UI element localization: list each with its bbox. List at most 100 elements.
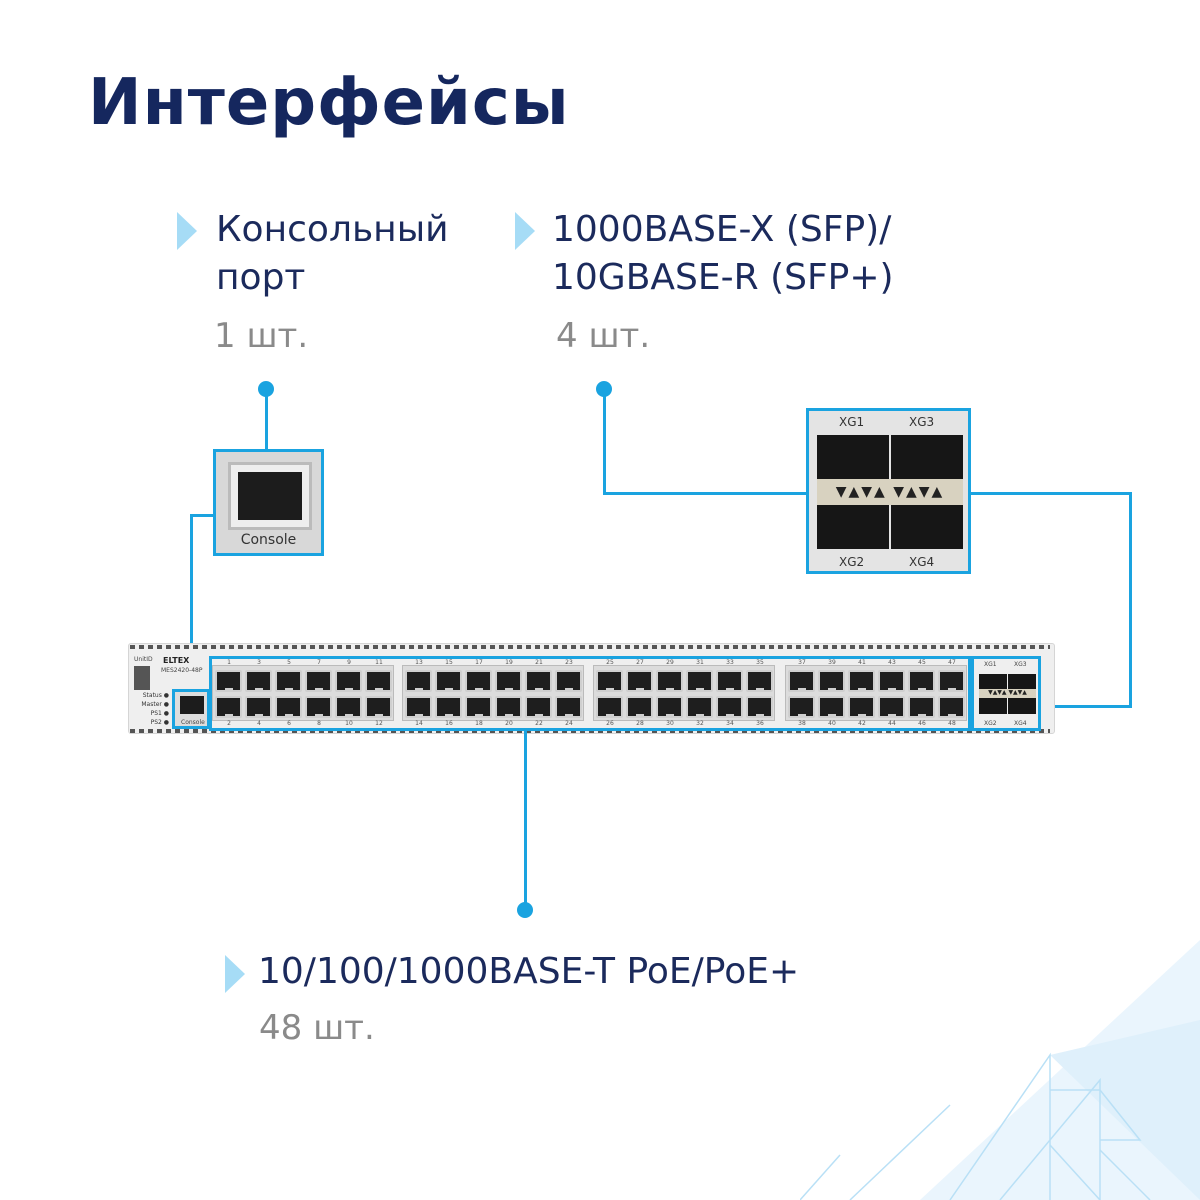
brand-logo: ELTEX bbox=[163, 656, 190, 665]
port-number: 17 bbox=[475, 659, 483, 666]
port-number: 21 bbox=[535, 659, 543, 666]
unit-id-label: UnitID bbox=[134, 656, 153, 663]
rj45-port[interactable] bbox=[465, 696, 492, 718]
rj45-port[interactable] bbox=[788, 670, 815, 692]
rj45-port[interactable] bbox=[435, 696, 462, 718]
port-number: 2 bbox=[227, 720, 231, 727]
rj45-port[interactable] bbox=[656, 696, 683, 718]
rj45-port[interactable] bbox=[626, 696, 653, 718]
rj45-dot bbox=[517, 902, 533, 918]
sfp-text-xg2: XG2 bbox=[984, 720, 997, 727]
port-number: 48 bbox=[948, 720, 956, 727]
rj45-port[interactable] bbox=[656, 670, 683, 692]
rj45-port[interactable] bbox=[215, 696, 242, 718]
port-number: 45 bbox=[918, 659, 926, 666]
unit-id-display bbox=[134, 666, 150, 690]
rj45-port[interactable] bbox=[245, 670, 272, 692]
port-number: 23 bbox=[565, 659, 573, 666]
console-port-label: Console bbox=[240, 532, 297, 548]
rj45-port[interactable] bbox=[686, 670, 713, 692]
rj45-port[interactable] bbox=[365, 696, 392, 718]
console-count: 1 шт. bbox=[214, 316, 309, 356]
rj45-port[interactable] bbox=[788, 696, 815, 718]
rj45-port[interactable] bbox=[335, 696, 362, 718]
sfp-text-xg4: XG4 bbox=[1014, 720, 1027, 727]
rj45-port[interactable] bbox=[908, 670, 935, 692]
rj45-port[interactable] bbox=[465, 670, 492, 692]
rj45-port[interactable] bbox=[878, 696, 905, 718]
rj45-port[interactable] bbox=[305, 696, 332, 718]
sfp-label: 1000BASE-X (SFP)/10GBASE-R (SFP+) bbox=[552, 206, 894, 302]
rj45-port[interactable] bbox=[365, 670, 392, 692]
sfp-latch-icon: ▼▲▼▲ ▼▲▼▲ bbox=[817, 479, 963, 505]
port-group bbox=[785, 665, 967, 721]
console-port-text: Console bbox=[181, 719, 205, 726]
rj45-port[interactable] bbox=[405, 670, 432, 692]
rj45-port[interactable] bbox=[525, 670, 552, 692]
console-connector-h bbox=[190, 514, 214, 517]
port-number: 40 bbox=[828, 720, 836, 727]
rj45-port[interactable] bbox=[405, 696, 432, 718]
decorative-triangles bbox=[800, 940, 1200, 1200]
rj45-port[interactable] bbox=[938, 670, 965, 692]
rj45-port[interactable] bbox=[746, 696, 773, 718]
port-number: 20 bbox=[505, 720, 513, 727]
port-number: 26 bbox=[606, 720, 614, 727]
port-number: 5 bbox=[287, 659, 291, 666]
rj45-port[interactable] bbox=[555, 696, 582, 718]
sfp-label-line1: 1000BASE-X (SFP)/ bbox=[552, 209, 892, 250]
rj45-port[interactable] bbox=[878, 670, 905, 692]
rj45-port[interactable] bbox=[596, 670, 623, 692]
rj45-port[interactable] bbox=[435, 670, 462, 692]
console-zoom-box: Console bbox=[213, 449, 324, 556]
port-number: 8 bbox=[317, 720, 321, 727]
port-number: 7 bbox=[317, 659, 321, 666]
rj45-highlight bbox=[209, 656, 971, 731]
rj45-port[interactable] bbox=[626, 670, 653, 692]
rj45-port[interactable] bbox=[495, 670, 522, 692]
rj45-port[interactable] bbox=[215, 670, 242, 692]
port-number: 38 bbox=[798, 720, 806, 727]
rj45-port[interactable] bbox=[908, 696, 935, 718]
vent-holes bbox=[130, 645, 1050, 649]
port-number: 47 bbox=[948, 659, 956, 666]
sfp-connector-h2 bbox=[969, 492, 1132, 495]
rj45-port[interactable] bbox=[716, 670, 743, 692]
console-connector-v bbox=[190, 514, 193, 690]
sfp-label-xg3: XG3 bbox=[909, 415, 935, 429]
rj45-port[interactable] bbox=[335, 670, 362, 692]
rj45-port[interactable] bbox=[305, 670, 332, 692]
port-number: 18 bbox=[475, 720, 483, 727]
rj45-port[interactable] bbox=[848, 696, 875, 718]
sfp-connector-v bbox=[603, 389, 606, 495]
rj45-port[interactable] bbox=[818, 696, 845, 718]
rj45-port[interactable] bbox=[555, 670, 582, 692]
rj45-label: 10/100/1000BASE-T PoE/PoE+ bbox=[258, 951, 800, 992]
port-number: 19 bbox=[505, 659, 513, 666]
rj45-port[interactable] bbox=[245, 696, 272, 718]
rj45-port[interactable] bbox=[275, 670, 302, 692]
rj45-port[interactable] bbox=[495, 696, 522, 718]
rj45-port[interactable] bbox=[938, 696, 965, 718]
port-number: 35 bbox=[756, 659, 764, 666]
port-number: 44 bbox=[888, 720, 896, 727]
port-number: 4 bbox=[257, 720, 261, 727]
console-port-highlight: Console bbox=[172, 689, 210, 729]
port-number: 39 bbox=[828, 659, 836, 666]
port-number: 16 bbox=[445, 720, 453, 727]
led-ps1: PS1 ● bbox=[150, 710, 169, 717]
rj45-port[interactable] bbox=[686, 696, 713, 718]
rj45-connector bbox=[524, 731, 527, 909]
vent-holes bbox=[130, 729, 1050, 733]
port-number: 12 bbox=[375, 720, 383, 727]
rj45-port[interactable] bbox=[525, 696, 552, 718]
rj45-port[interactable] bbox=[275, 696, 302, 718]
port-number: 43 bbox=[888, 659, 896, 666]
rj45-port[interactable] bbox=[818, 670, 845, 692]
rj45-port[interactable] bbox=[716, 696, 743, 718]
rj45-port[interactable] bbox=[848, 670, 875, 692]
bullet-triangle-icon bbox=[515, 212, 535, 250]
sfp-label-xg2: XG2 bbox=[839, 555, 865, 569]
rj45-port[interactable] bbox=[596, 696, 623, 718]
rj45-port[interactable] bbox=[746, 670, 773, 692]
